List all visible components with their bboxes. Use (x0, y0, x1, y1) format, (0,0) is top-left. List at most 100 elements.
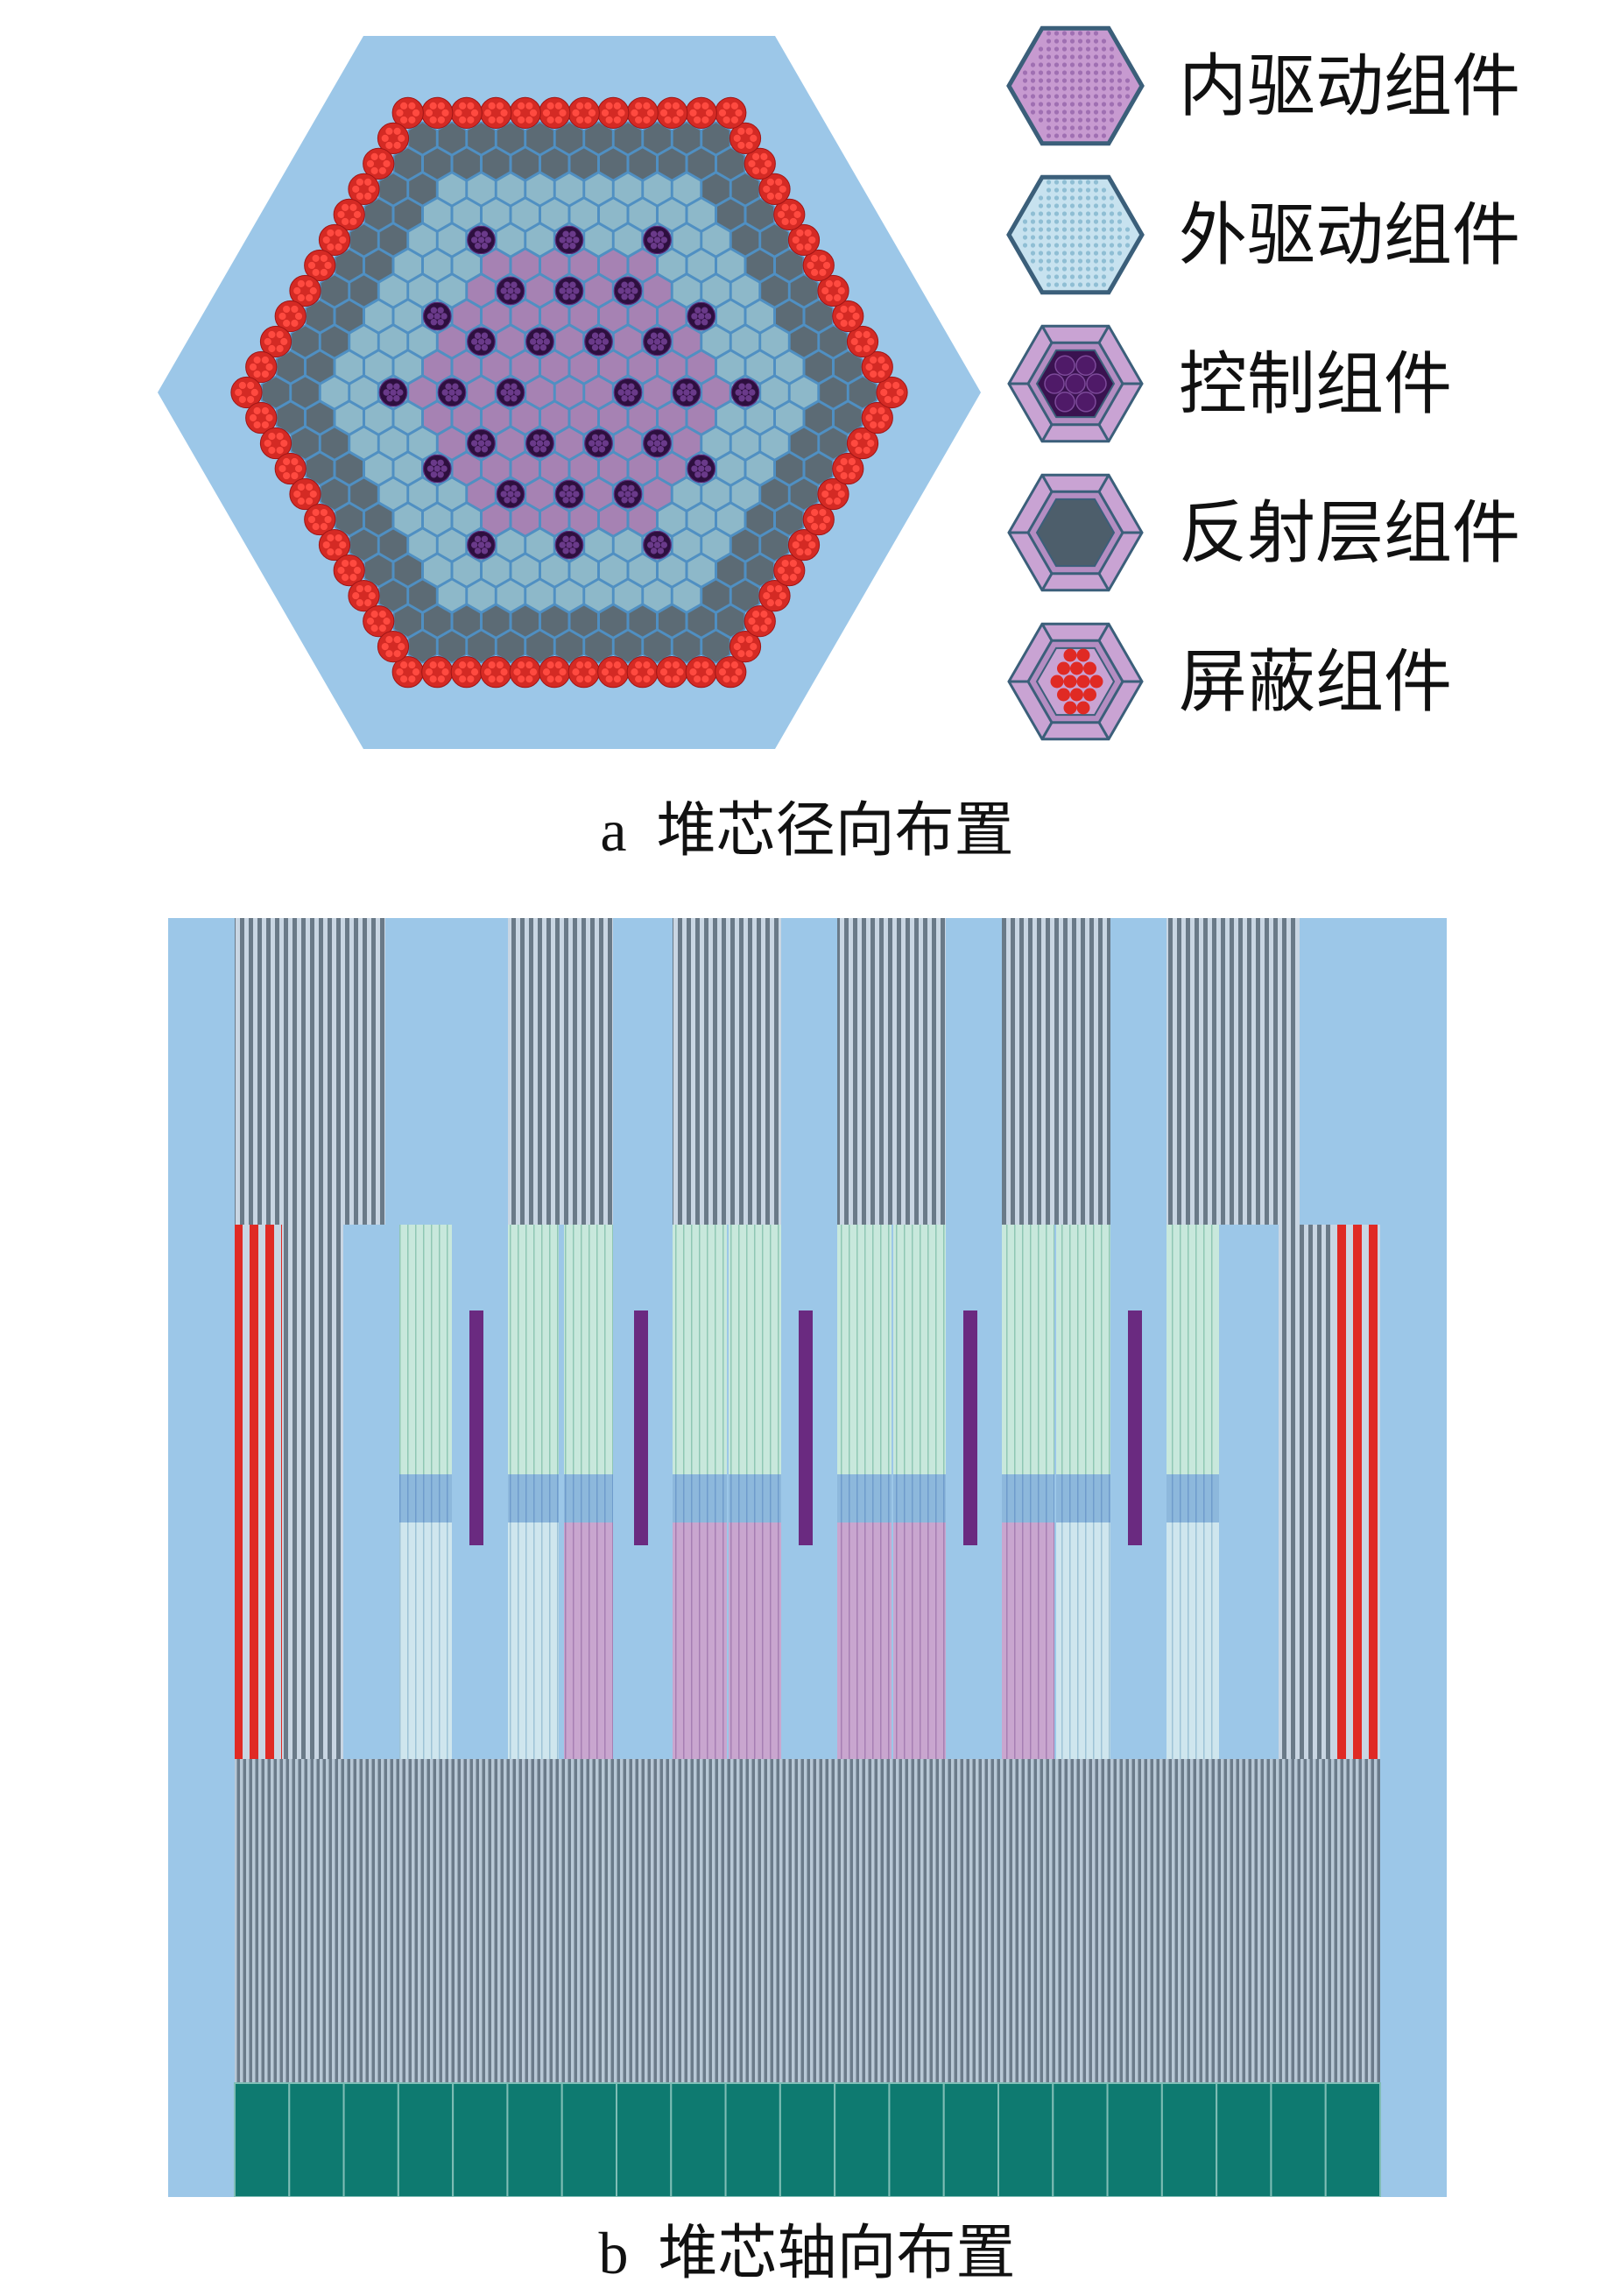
shield-pin (496, 675, 504, 683)
upper-plenum-column (508, 918, 613, 1225)
inner-driver-assembly (627, 400, 658, 435)
outer-driver-assembly (744, 299, 775, 334)
control-rod (591, 446, 599, 453)
upper-plenum-column (837, 918, 946, 1225)
outer-driver-assembly (701, 477, 731, 512)
fuel-pin (1069, 86, 1075, 91)
fuel-pin (1077, 46, 1083, 52)
control-rod (647, 541, 654, 548)
control-rod (650, 242, 658, 250)
inner-driver-assembly (451, 299, 482, 334)
fuel-pin (1093, 243, 1099, 248)
inner-driver-assembly (627, 248, 658, 283)
reflector-assembly (803, 451, 834, 486)
control-rod (628, 383, 635, 390)
shield-pin (559, 668, 567, 676)
reflector-assembly (290, 426, 321, 461)
shield-column (1333, 1225, 1380, 1759)
shield-pin (722, 116, 730, 124)
fuel-pin (1085, 110, 1091, 115)
fuel-pin (1030, 110, 1036, 115)
fuel-pin (1030, 219, 1036, 224)
reflector-assembly (407, 172, 438, 207)
outer-driver-assembly (392, 400, 423, 435)
fuel-pin (1124, 86, 1131, 91)
shield-pin (807, 261, 814, 270)
fuel-pin (1038, 211, 1044, 216)
shield-pin (750, 134, 758, 142)
inner-driver-assembly (583, 273, 614, 308)
fuel-pin (1117, 102, 1123, 107)
shield-pin (781, 203, 789, 211)
fuel-pin (1046, 54, 1052, 60)
fuel-pin (1046, 62, 1052, 67)
shield-pin (250, 388, 258, 397)
fission-gas-plenum (564, 1225, 613, 1474)
shield-pin (588, 109, 596, 117)
control-rod (481, 344, 489, 351)
shielding-assembly (729, 631, 762, 663)
control-rod (687, 395, 694, 402)
shield-pin (278, 464, 286, 473)
shield-pin (488, 675, 496, 683)
inner-driver-assembly (510, 502, 540, 537)
fuel-pin (1046, 266, 1052, 272)
reflector-assembly (730, 223, 760, 258)
reflector-assembly (481, 146, 511, 181)
outer-icon-body (1006, 174, 1145, 295)
reflector-assembly (744, 553, 775, 588)
shield-pin (825, 497, 833, 505)
fuel-pin (1093, 133, 1099, 138)
lower-reflector-block (888, 2082, 945, 2197)
shield-pin (470, 109, 479, 117)
shield-pin (745, 636, 753, 644)
fission-gas-plenum (837, 1225, 892, 1474)
fuel-pin (1038, 219, 1044, 224)
shield-pin (777, 567, 786, 575)
core-assembly-grid (230, 96, 908, 689)
shield-pin (811, 268, 819, 277)
fuel-pin (1038, 251, 1044, 256)
shield-pin (276, 330, 284, 339)
reflector-assembly (305, 350, 335, 385)
control-rod (507, 491, 514, 498)
fuel-pin (1046, 133, 1052, 138)
control-rod (562, 293, 569, 300)
outer-driver-assembly (496, 578, 525, 613)
shield-pin (808, 540, 816, 549)
control-rod (657, 230, 665, 237)
control-rod (694, 459, 701, 466)
inner-driver-fuel (673, 1522, 727, 1759)
shield-pin (488, 116, 496, 124)
fuel-pin (1061, 258, 1068, 264)
fuel-pin (1077, 227, 1083, 232)
control-rod (504, 383, 511, 390)
outer-driver-assembly (407, 527, 438, 562)
fuel-pin (1038, 78, 1044, 83)
reflector-assembly (363, 553, 394, 588)
fuel-pin (1046, 180, 1052, 185)
fuel-pin (1030, 258, 1036, 264)
reflector-assembly (657, 604, 687, 639)
shield-pin (694, 675, 701, 683)
reflector-assembly (730, 527, 760, 562)
inner-driver-assembly (657, 299, 687, 334)
shield-pin (664, 661, 672, 669)
shield-pin (840, 305, 848, 314)
reflector-assembly (789, 273, 819, 308)
outer-driver-assembly (392, 502, 423, 537)
fuel-pin (1054, 39, 1060, 44)
shield-pin (855, 432, 863, 441)
shield-pin (265, 413, 273, 422)
shielding-assembly (715, 656, 747, 689)
fission-gas-plenum (1166, 1225, 1219, 1474)
shielding-assembly (744, 147, 776, 180)
fuel-pin (1085, 86, 1091, 91)
inner-driver-fuel (729, 1522, 781, 1759)
fuel-pin (1054, 70, 1060, 75)
fuel-pin (1101, 227, 1107, 232)
reflector-assembly (627, 604, 658, 639)
reflector-assembly (568, 604, 599, 639)
control-rod (569, 293, 576, 300)
control-rod-absorber (469, 1310, 483, 1545)
